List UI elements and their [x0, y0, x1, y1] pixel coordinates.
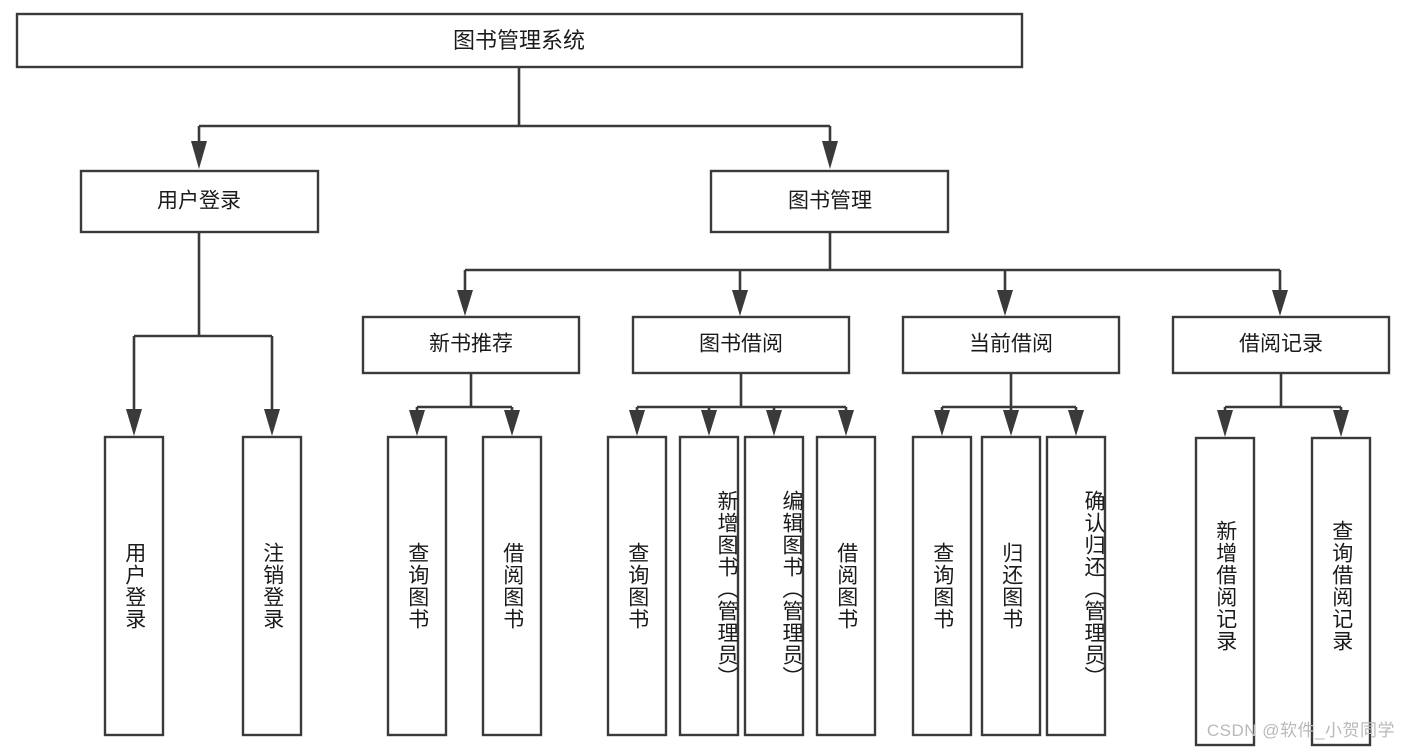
leaf-box-book-borrow-3[interactable] — [743, 435, 805, 737]
node-book-borrow-box[interactable] — [631, 315, 851, 375]
node-book-manage-box[interactable] — [709, 169, 950, 234]
leaf-box-current-borrow-1[interactable] — [911, 435, 973, 737]
node-user-login[interactable]: 用户登录 — [79, 169, 320, 234]
arrow-head-user-login — [191, 141, 207, 169]
node-new-book-recommend[interactable]: 新书推荐 — [361, 315, 581, 375]
leaf-box-borrow-record-2[interactable] — [1310, 436, 1372, 747]
watermark-text: CSDN @软件_小贺同学 — [1206, 721, 1395, 740]
connector-user-login-to-leaves — [126, 232, 280, 436]
arrow-head-book-borrow — [732, 290, 748, 316]
arrow-head-book-manage — [822, 141, 838, 169]
node-current-borrow-box[interactable] — [901, 315, 1121, 375]
node-borrow-record[interactable]: 借阅记录 — [1171, 315, 1391, 375]
connector-borrow-record-to-leaves — [1217, 373, 1349, 437]
leaf-box-user-login-1[interactable] — [103, 435, 165, 737]
node-root[interactable]: 图书管理系统 — [15, 12, 1024, 69]
arrow-head-bb-leaf-1 — [629, 410, 645, 436]
leaf-box-book-borrow-2[interactable] — [678, 435, 740, 737]
node-book-manage-label: 图书管理 — [788, 190, 872, 213]
arrow-head-cb-leaf-1 — [934, 410, 950, 436]
node-root-box[interactable] — [15, 12, 1024, 69]
arrow-head-borrow-record — [1272, 290, 1288, 316]
arrow-head-bb-leaf-3 — [766, 410, 782, 436]
node-new-book-recommend-label: 新书推荐 — [429, 333, 513, 356]
leaf-box-user-login-2[interactable] — [241, 435, 303, 737]
node-user-login-label: 用户登录 — [157, 190, 241, 213]
arrow-head-leaf-user-login-2 — [264, 409, 280, 436]
leaf-box-current-borrow-2[interactable] — [980, 435, 1042, 737]
arrow-head-current-borrow — [997, 290, 1013, 316]
leaf-box-book-borrow-1[interactable] — [606, 435, 668, 737]
node-new-book-recommend-box[interactable] — [361, 315, 581, 375]
node-book-borrow[interactable]: 图书借阅 — [631, 315, 851, 375]
arrow-head-cb-leaf-3 — [1068, 410, 1084, 436]
arrow-head-br-leaf-2 — [1333, 410, 1349, 437]
connector-book-manage-to-level3 — [457, 232, 1288, 316]
arrow-head-br-leaf-1 — [1217, 410, 1233, 437]
arrow-head-nb-leaf-1 — [409, 410, 425, 436]
node-root-label: 图书管理系统 — [453, 28, 585, 53]
arrow-head-bb-leaf-2 — [701, 410, 717, 436]
node-borrow-record-box[interactable] — [1171, 315, 1391, 375]
node-borrow-record-label: 借阅记录 — [1239, 333, 1323, 356]
leaf-box-book-borrow-4[interactable] — [815, 435, 877, 737]
arrow-head-cb-leaf-2 — [1003, 410, 1019, 436]
arrow-head-leaf-user-login-1 — [126, 409, 142, 436]
node-current-borrow-label: 当前借阅 — [969, 333, 1053, 356]
arrow-head-bb-leaf-4 — [838, 410, 854, 436]
node-book-manage[interactable]: 图书管理 — [709, 169, 950, 234]
connector-root-to-level2 — [191, 67, 838, 169]
leaf-box-new-book-2[interactable] — [481, 435, 543, 737]
connector-current-borrow-to-leaves — [934, 373, 1084, 436]
arrow-head-new-book — [457, 290, 473, 316]
leaf-box-new-book-1[interactable] — [386, 435, 448, 737]
leaf-box-current-borrow-3[interactable] — [1045, 435, 1107, 737]
arrow-head-nb-leaf-2 — [504, 410, 520, 436]
leaf-box-borrow-record-1[interactable] — [1194, 436, 1256, 747]
connector-book-borrow-to-leaves — [629, 373, 854, 436]
node-current-borrow[interactable]: 当前借阅 — [901, 315, 1121, 375]
node-book-borrow-label: 图书借阅 — [699, 333, 783, 356]
connector-new-book-to-leaves — [409, 373, 520, 436]
